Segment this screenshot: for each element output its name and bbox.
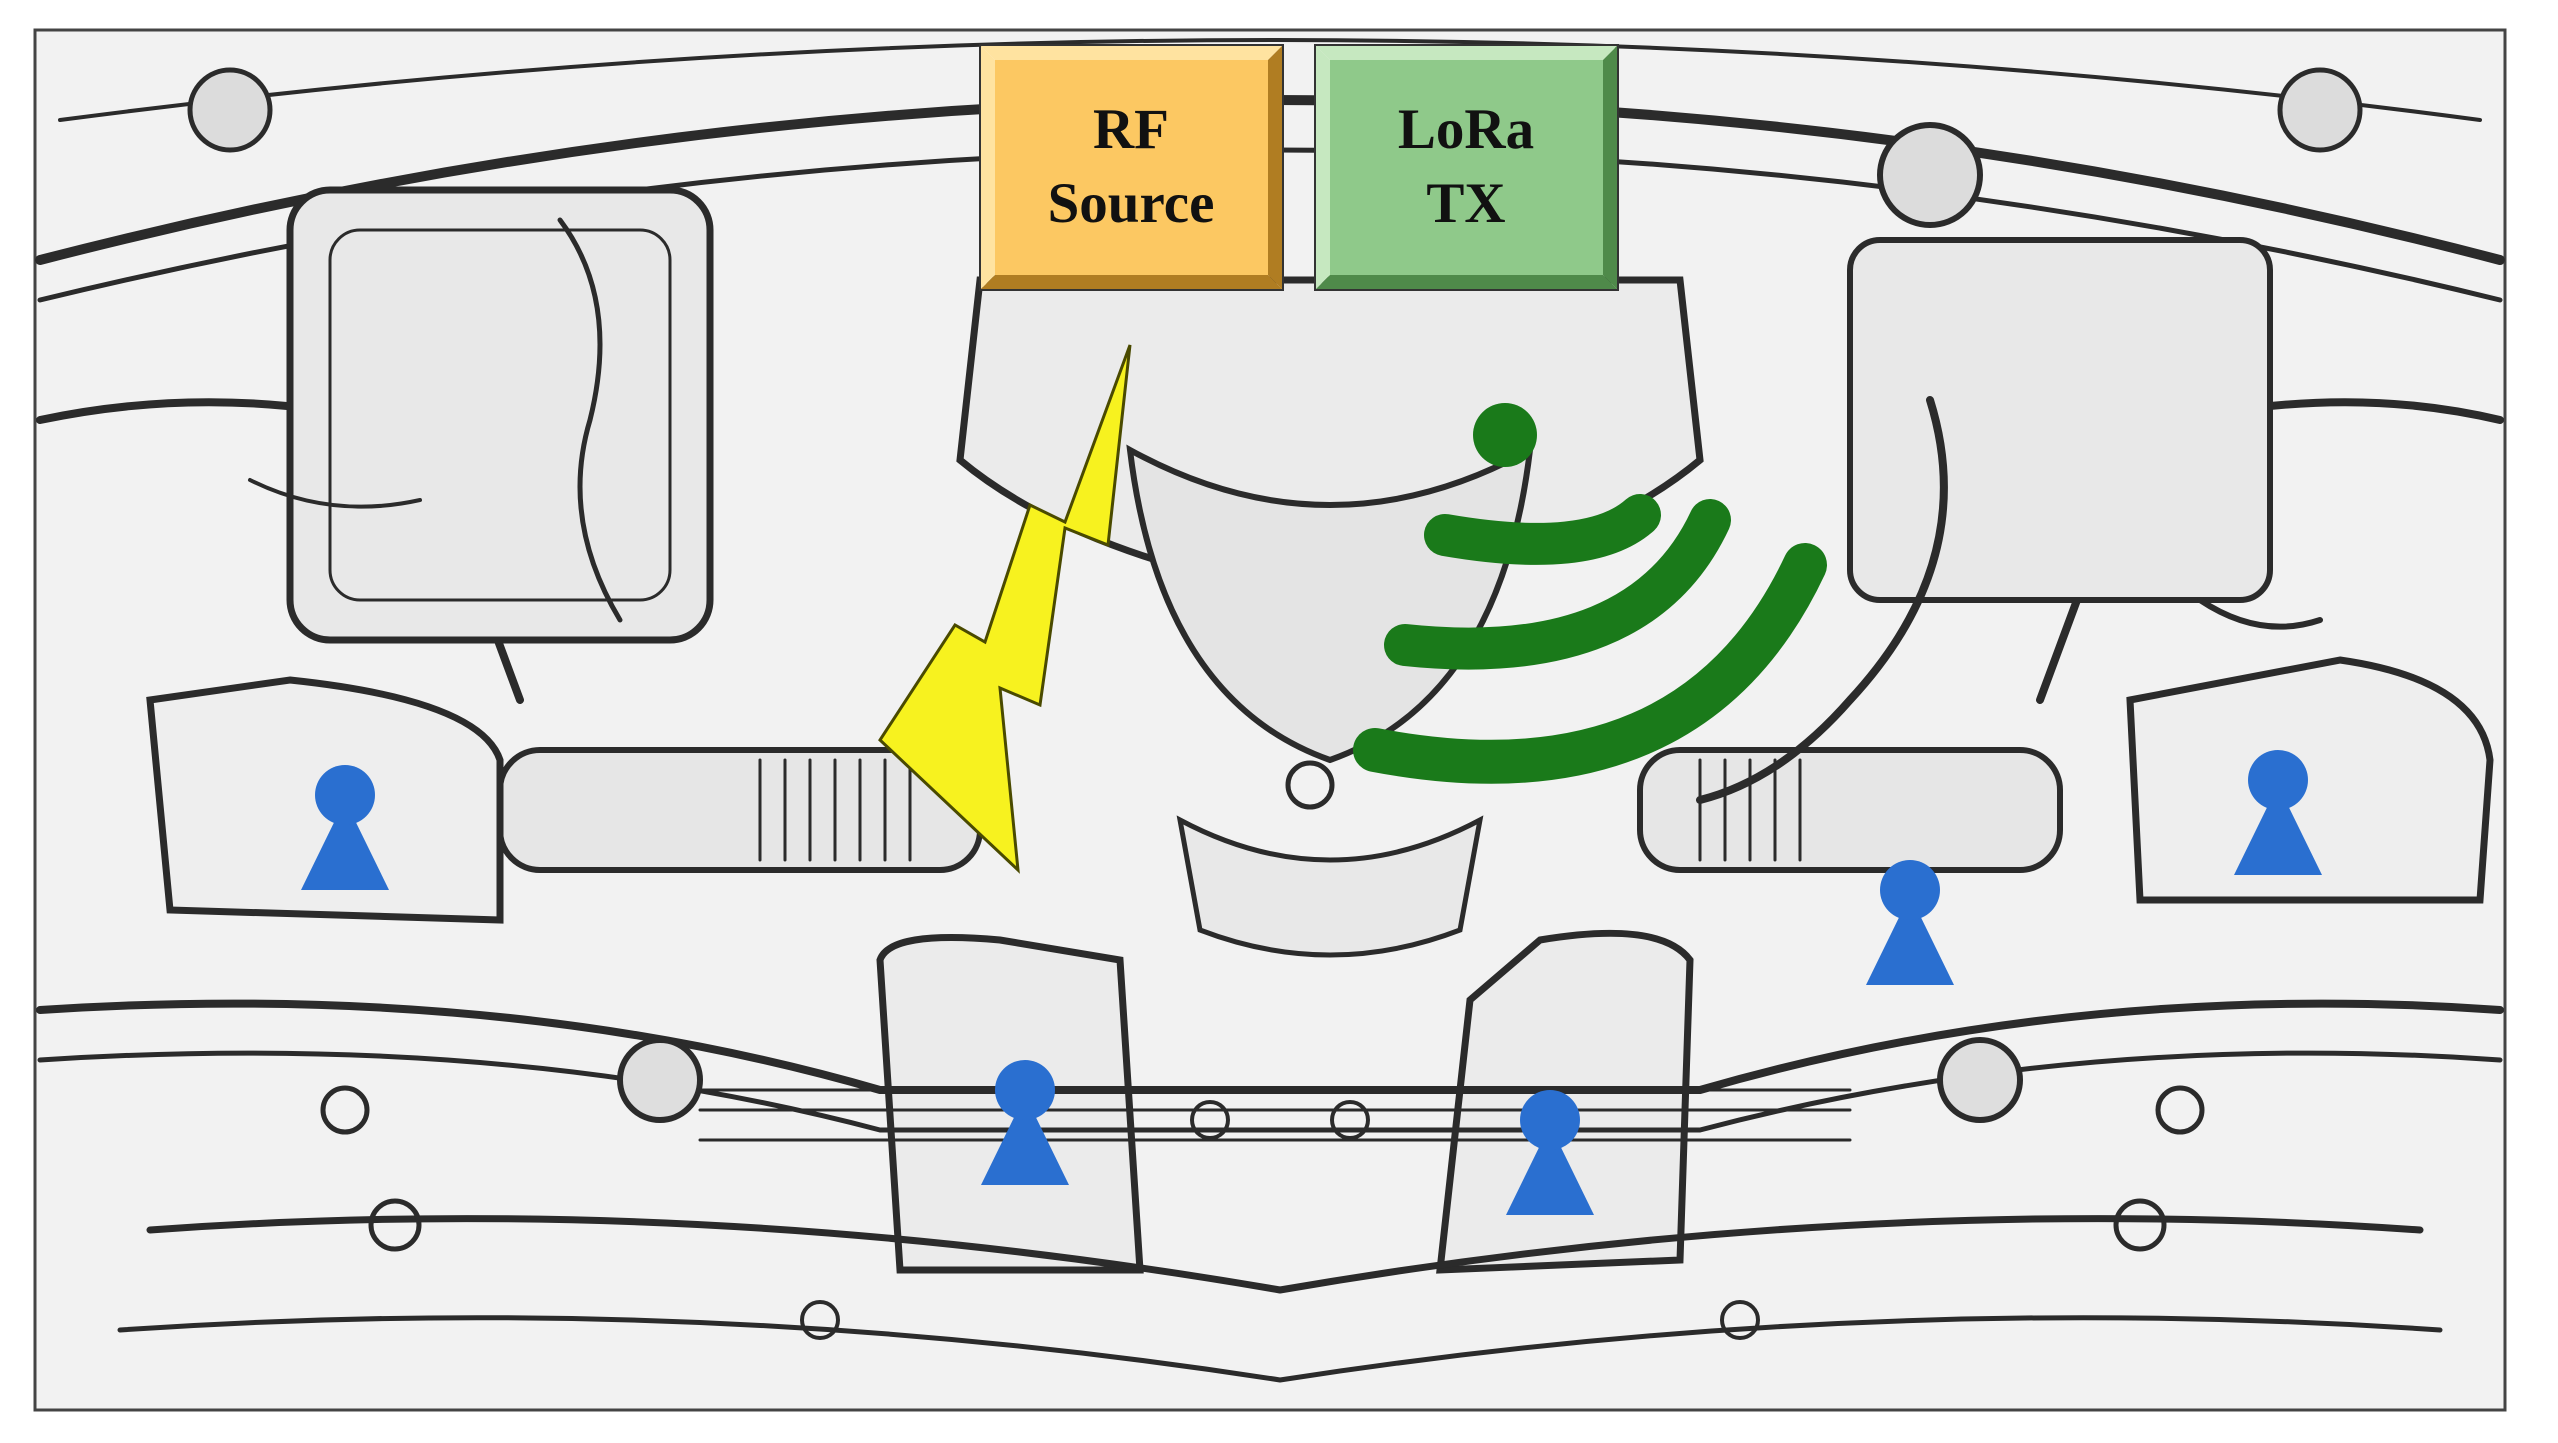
rf-source-label-line1: RF xyxy=(1093,98,1169,161)
sensor-node-icon xyxy=(981,1060,1069,1185)
sensor-node-icon xyxy=(301,765,389,890)
rf-source-label-line2: Source xyxy=(1048,172,1215,235)
rf-source-box: RF Source xyxy=(979,44,1284,291)
lightning-bolt-icon xyxy=(878,344,1132,874)
wireless-signal-icon xyxy=(1353,403,1827,784)
sensor-node-icon xyxy=(2234,750,2322,875)
lora-tx-label-line2: TX xyxy=(1426,172,1505,235)
sensor-node-icon xyxy=(1506,1090,1594,1215)
lora-tx-box: LoRa TX xyxy=(1314,44,1619,291)
sensor-nodes xyxy=(301,750,2322,1215)
sensor-node-icon xyxy=(1866,860,1954,985)
lora-tx-label-line1: LoRa xyxy=(1398,98,1534,161)
